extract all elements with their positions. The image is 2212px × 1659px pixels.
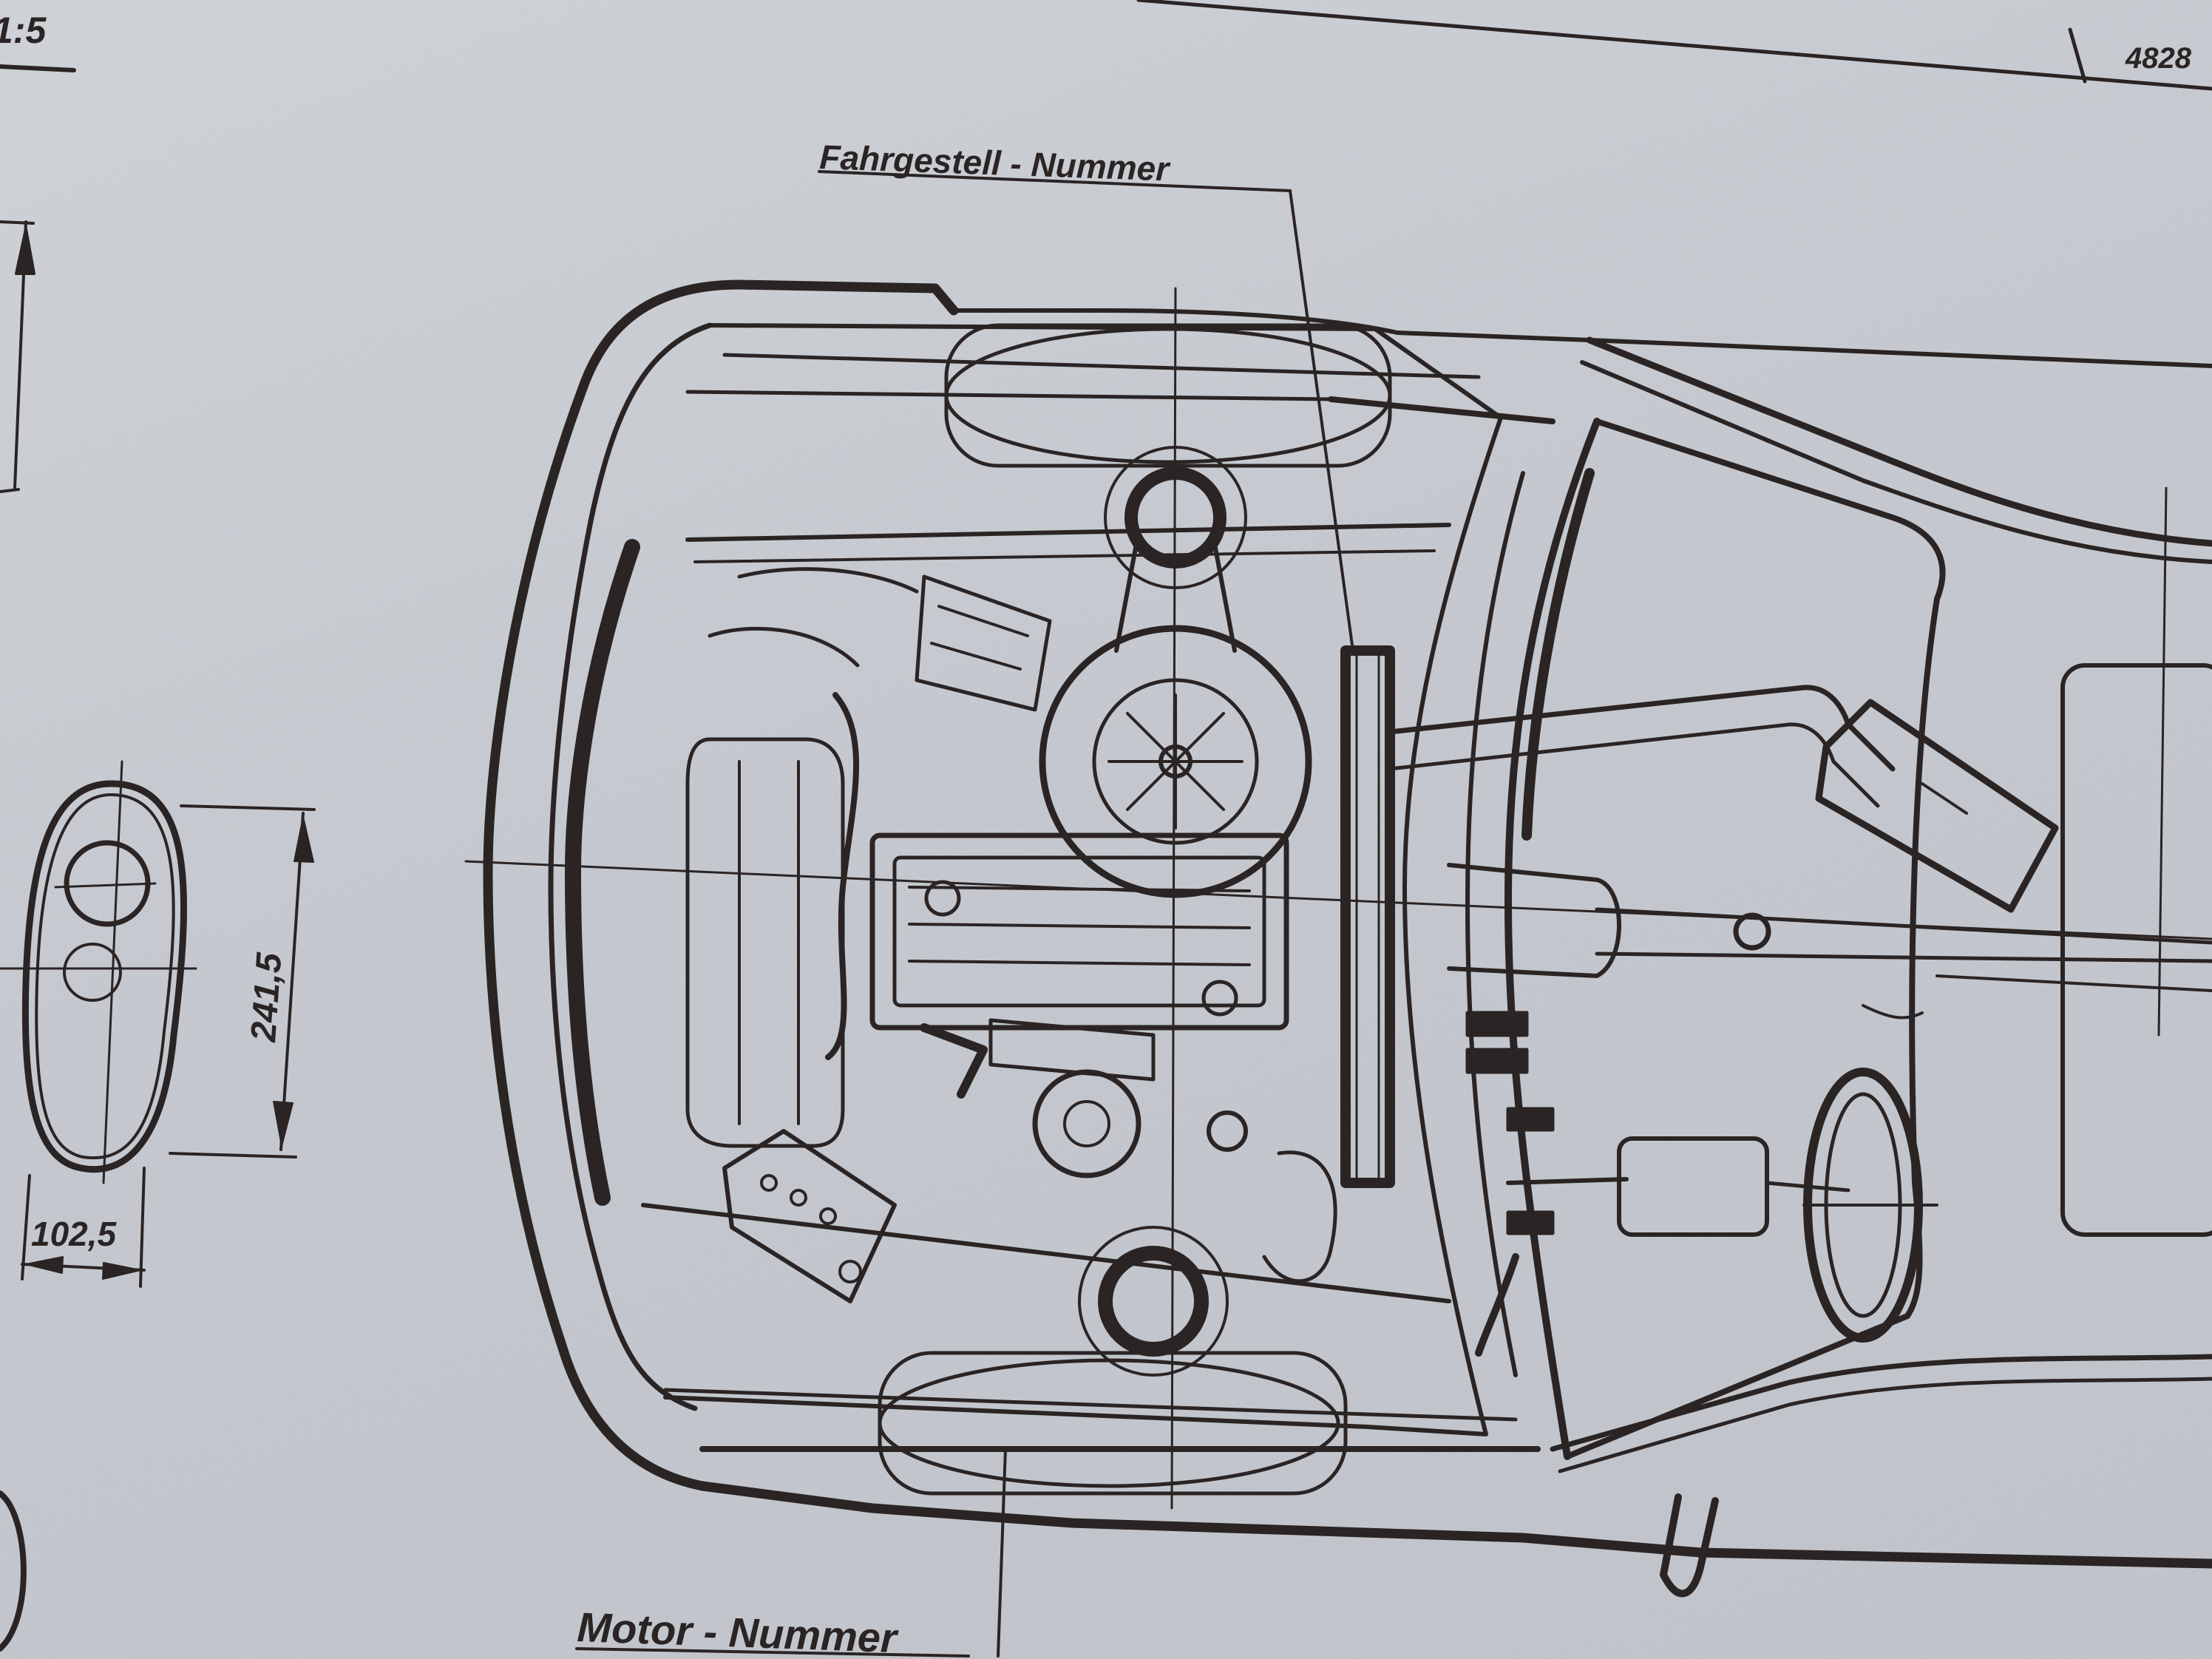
- door-post: [1660, 1493, 1719, 1598]
- title-frame: [0, 0, 2212, 91]
- headlamp-width-dimension: 102,5: [31, 1215, 118, 1253]
- headlamp-detail: [0, 760, 316, 1288]
- car-body-outline: [483, 279, 2212, 1569]
- scale-label: 1:5: [0, 10, 47, 51]
- engine-number-label: Motor - Nummer: [577, 1604, 900, 1659]
- wheel-detail-partial: [0, 1490, 27, 1652]
- front-wheel-lower: [878, 1226, 1348, 1496]
- sheet-number: 4828: [2125, 42, 2192, 75]
- engine-assembly: [641, 523, 1451, 1303]
- drivetrain: [1387, 486, 2212, 1343]
- front-wheel-upper: [944, 323, 1392, 589]
- headlamp-height-dimension: 241,5: [244, 951, 289, 1044]
- height-dimension-left: [0, 220, 35, 493]
- label-leaders: [575, 170, 1354, 1658]
